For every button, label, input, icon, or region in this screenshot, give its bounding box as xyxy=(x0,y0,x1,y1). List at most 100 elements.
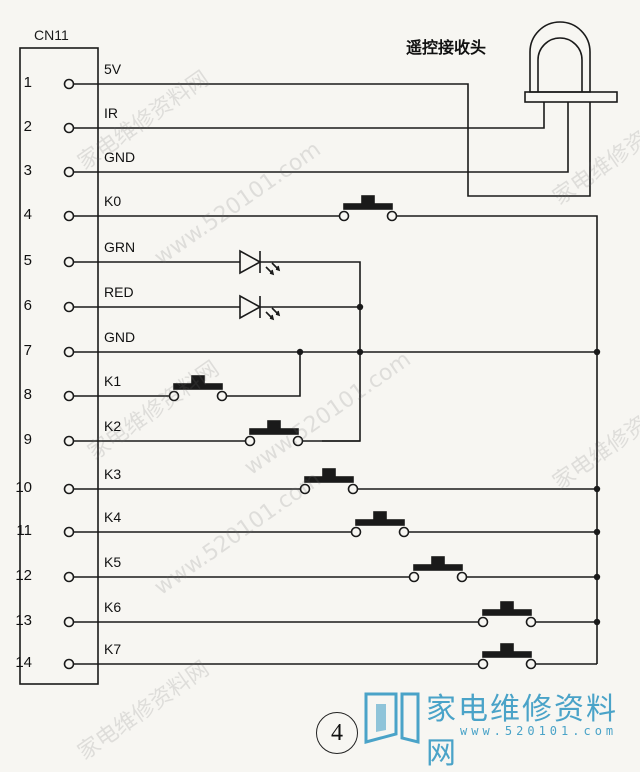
pin-signal-label: RED xyxy=(104,284,134,300)
led-arrow xyxy=(275,265,281,272)
led-arrow xyxy=(269,269,275,276)
pin-signal-label: IR xyxy=(104,105,118,121)
pin-number: 13 xyxy=(15,612,32,629)
pin-terminal xyxy=(63,526,75,538)
pin-number: 9 xyxy=(23,431,32,448)
components xyxy=(19,21,618,685)
pin-terminal xyxy=(63,390,75,402)
pin-signal-label: 5V xyxy=(104,61,122,77)
pin-signal-label: K3 xyxy=(104,466,122,482)
brand-url: www.520101.com xyxy=(460,724,618,738)
junction-dot xyxy=(593,348,601,356)
pin-terminal xyxy=(63,483,75,495)
led-arrow xyxy=(271,307,279,315)
pin-signal-label: K2 xyxy=(104,418,122,434)
ir-receiver-lens xyxy=(537,37,583,92)
pin-number: 2 xyxy=(23,118,32,135)
junction-dot xyxy=(356,303,364,311)
junction-dot xyxy=(296,348,304,356)
switch-terminal xyxy=(350,526,362,538)
switch-terminal xyxy=(244,435,256,447)
switch-terminal xyxy=(216,390,228,402)
junction-dot xyxy=(356,348,364,356)
switch-bar xyxy=(304,476,354,483)
led-arrow xyxy=(271,262,279,270)
pin-signal-label: K6 xyxy=(104,599,122,615)
switch-bar xyxy=(173,383,223,390)
switch-bar xyxy=(355,519,405,526)
brand-name: 家电维修资料网 xyxy=(426,692,618,771)
junction-dot xyxy=(593,528,601,536)
switch-terminal xyxy=(456,571,468,583)
pin-signal-label: K4 xyxy=(104,509,122,525)
pin-terminal xyxy=(63,435,75,447)
switch-terminal xyxy=(477,658,489,670)
pin-number: 5 xyxy=(23,252,32,269)
wire xyxy=(74,83,591,197)
pin-terminal xyxy=(63,616,75,628)
led-arrow xyxy=(265,311,273,319)
pin-terminal xyxy=(63,122,75,134)
pin-number: 10 xyxy=(15,479,32,496)
switch-terminal xyxy=(398,526,410,538)
pin-terminal xyxy=(63,166,75,178)
brand-logo-icon xyxy=(364,692,420,744)
wire xyxy=(226,352,301,397)
pin-signal-label: K7 xyxy=(104,641,122,657)
pin-terminal xyxy=(63,78,75,90)
switch-bar xyxy=(249,428,299,435)
wire xyxy=(74,102,545,129)
pin-signal-label: K1 xyxy=(104,373,122,389)
switch-terminal xyxy=(386,210,398,222)
pin-number: 7 xyxy=(23,342,32,359)
pin-number: 11 xyxy=(16,522,32,539)
led-arrow xyxy=(275,310,281,317)
led-arrow xyxy=(265,266,273,274)
switch-terminal xyxy=(525,658,537,670)
pin-number: 14 xyxy=(15,654,32,671)
pin-terminal xyxy=(63,256,75,268)
led-arrow xyxy=(269,314,275,321)
pin-number: 4 xyxy=(23,206,32,223)
pin-number: 6 xyxy=(23,297,32,314)
switch-terminal xyxy=(347,483,359,495)
pin-signal-label: K5 xyxy=(104,554,122,570)
pin-number: 12 xyxy=(15,567,32,584)
switch-terminal xyxy=(338,210,350,222)
switch-terminal xyxy=(299,483,311,495)
pin-terminal xyxy=(63,346,75,358)
pin-number: 8 xyxy=(23,386,32,403)
junction-dot xyxy=(593,485,601,493)
pin-signal-label: GRN xyxy=(104,239,136,255)
figure-number: 4 xyxy=(316,712,358,754)
pin-terminal xyxy=(63,658,75,670)
switch-terminal xyxy=(408,571,420,583)
switch-bar xyxy=(482,651,532,658)
switch-terminal xyxy=(525,616,537,628)
led-triangle xyxy=(239,249,262,275)
wires xyxy=(74,83,598,665)
ir-receiver-base xyxy=(524,91,618,103)
switch-bar xyxy=(343,203,393,210)
switch-terminal xyxy=(477,616,489,628)
pin-number: 1 xyxy=(23,74,32,91)
switch-bar xyxy=(413,564,463,571)
connector-body xyxy=(19,47,99,685)
ir-receiver-label: 遥控接收头 xyxy=(406,38,487,57)
pin-number: 3 xyxy=(23,162,32,179)
pin-terminal xyxy=(63,571,75,583)
pin-terminal xyxy=(63,301,75,313)
pin-signal-label: GND xyxy=(104,149,136,165)
junction-dot xyxy=(593,618,601,626)
connector-label: CN11 xyxy=(34,27,69,43)
wire xyxy=(74,102,569,173)
pin-terminal xyxy=(63,210,75,222)
wire xyxy=(396,215,598,664)
led-triangle xyxy=(239,294,262,320)
switch-terminal xyxy=(168,390,180,402)
switch-bar xyxy=(482,609,532,616)
switch-terminal xyxy=(292,435,304,447)
pin-signal-label: K0 xyxy=(104,193,122,209)
ir-receiver-body xyxy=(529,21,591,93)
